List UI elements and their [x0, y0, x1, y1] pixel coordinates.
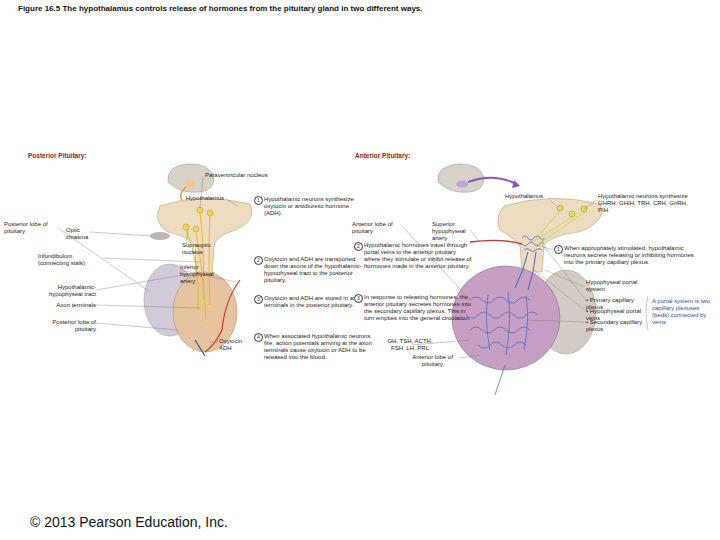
axon-terminals — [196, 299, 211, 322]
optic-chiasma-shape — [150, 232, 170, 240]
step-circle: 4 — [254, 333, 263, 342]
step-circle: 3 — [354, 294, 363, 303]
annotation-label: Supraoptic nucleus — [182, 242, 222, 256]
zoom-arrow — [181, 187, 186, 200]
section-heading: Anterior Pituitary: — [355, 152, 475, 159]
leader-lines-left — [58, 177, 238, 342]
annotation-label: Anterior lobe of pituitary — [405, 354, 460, 368]
step-circle: 2 — [354, 242, 363, 251]
neuron-bodies — [557, 205, 587, 217]
annotation-label: Hypothalamic-hypophyseal tract — [34, 284, 96, 298]
callout-number: 3 — [257, 296, 260, 302]
annotation-label: Hypophyseal portal system — [586, 279, 646, 293]
hypothalamus-thumbnail — [456, 181, 468, 188]
annotation-label: Oxytocin and ADH are transported down th… — [264, 256, 368, 284]
annotation-label: Posterior lobe of pituitary — [34, 319, 96, 333]
annotation-label: • Secondary capillary plexus — [586, 319, 648, 333]
annotation-label: Posterior lobe of pituitary — [4, 221, 58, 235]
annotation-label: Infundibulum (connecting stalk) — [38, 253, 102, 267]
callout-number: 1 — [557, 246, 560, 252]
step-circle: 3 — [254, 295, 263, 304]
annotation-label: Axon terminals — [34, 302, 96, 309]
callout-number: 3 — [357, 295, 360, 301]
step-circle: 1 — [254, 196, 263, 205]
vein — [195, 340, 205, 356]
annotation-label: A portal system is two capillary plexuse… — [652, 298, 714, 326]
portal-veins — [515, 252, 536, 290]
callout-number: 2 — [357, 243, 360, 249]
annotation-label: Paraventricular nucleus — [205, 172, 295, 179]
annotation-label: Hypothalamus — [505, 193, 565, 200]
annotation-label: Hypothalamic hormones travel through por… — [364, 242, 474, 270]
annotation-label: When appropriately stimulated, hypothala… — [564, 245, 694, 266]
annotation-label: Inferior hypophyseal artery — [180, 264, 214, 285]
annotation-label: When associated hypothalamic neurons fir… — [264, 333, 374, 361]
callout-number: 4 — [257, 334, 260, 340]
hypothalamus-thumbnail — [184, 181, 196, 188]
step-circle: 2 — [254, 256, 263, 265]
brain-thumbnail — [168, 164, 214, 192]
annotation-label: In response to releasing hormones, the a… — [364, 294, 474, 322]
annotation-label: Oxytocin and ADH are stored in axon term… — [264, 295, 368, 309]
hypothalamus-shape — [157, 198, 251, 278]
annotation-label: ADH — [219, 345, 249, 352]
annotation-label: GH, TSH, ACTH, FSH, LH, PRL — [380, 338, 440, 352]
annotation-label: Superior hypophyseal artery — [432, 221, 472, 242]
neuron-axons — [532, 211, 584, 244]
zoom-arrow-head — [512, 180, 520, 188]
annotation-label: Anterior lobe of pituitary — [352, 221, 402, 235]
brain-thumbnail — [438, 164, 484, 192]
annotation-label: Hypothalamic neurons synthesize GHRH, GH… — [598, 193, 694, 214]
neuron-bodies — [183, 207, 213, 232]
copyright: © 2013 Pearson Education, Inc. — [30, 514, 350, 530]
figure-title: Figure 16.5 The hypothalamus controls re… — [18, 4, 423, 13]
secondary-plexus — [466, 292, 538, 395]
callout-number: 1 — [257, 197, 260, 203]
annotation-label: Optic chiasma — [66, 227, 96, 241]
callout-number: 2 — [257, 257, 260, 263]
annotation-label: Oxytocin — [219, 338, 249, 345]
annotation-label: Hypothalamic neurons synthesize oxytocin… — [264, 196, 368, 217]
step-circle: 1 — [554, 245, 563, 254]
annotation-label: Hypothalamus — [168, 195, 224, 202]
leader-lines-right — [402, 198, 648, 358]
zoom-arrow — [468, 178, 518, 185]
section-heading: Posterior Pituitary: — [28, 152, 148, 159]
superior-artery — [470, 240, 522, 244]
primary-plexus — [522, 236, 544, 252]
